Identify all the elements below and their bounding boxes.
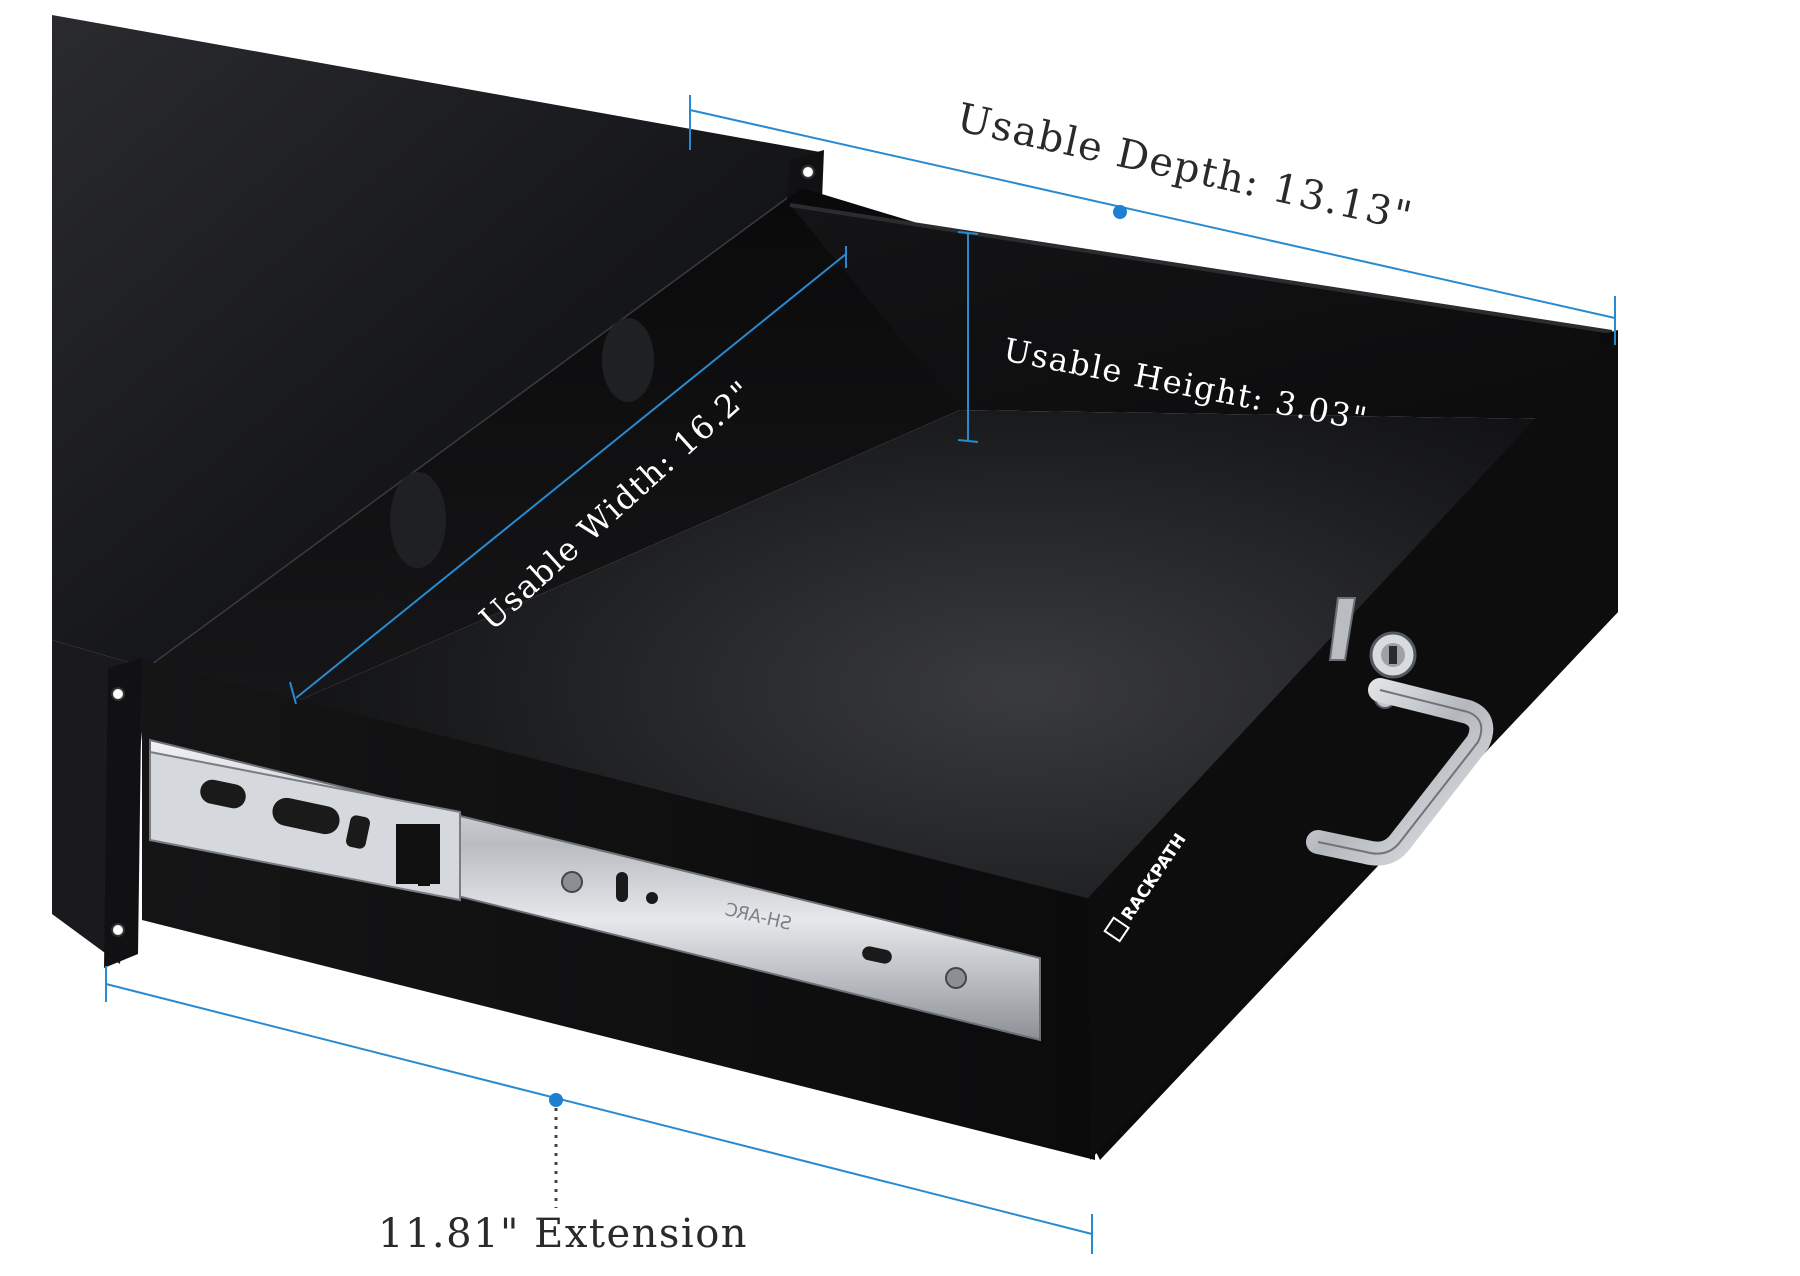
height-dimension bbox=[957, 231, 979, 443]
slide-rail: SH-ARC bbox=[149, 738, 1041, 1042]
drawer-handle-icon[interactable] bbox=[1306, 678, 1494, 866]
mount-ear-bottom bbox=[104, 658, 142, 968]
extension-label: 11.81" Extension bbox=[378, 1211, 748, 1257]
drawer-face bbox=[1088, 330, 1618, 1160]
grommet-1 bbox=[602, 318, 654, 402]
drawer-side-wall bbox=[790, 205, 1612, 420]
depth-label: Usable Depth: 13.13" bbox=[953, 95, 1417, 241]
extension-dimension bbox=[105, 966, 1093, 1254]
grommet-2 bbox=[390, 472, 446, 568]
chassis-top bbox=[52, 15, 820, 668]
width-dimension bbox=[289, 246, 847, 705]
drawer-back-wall bbox=[148, 188, 960, 700]
latch-icon bbox=[1328, 597, 1357, 661]
depth-dimension bbox=[689, 95, 1616, 345]
